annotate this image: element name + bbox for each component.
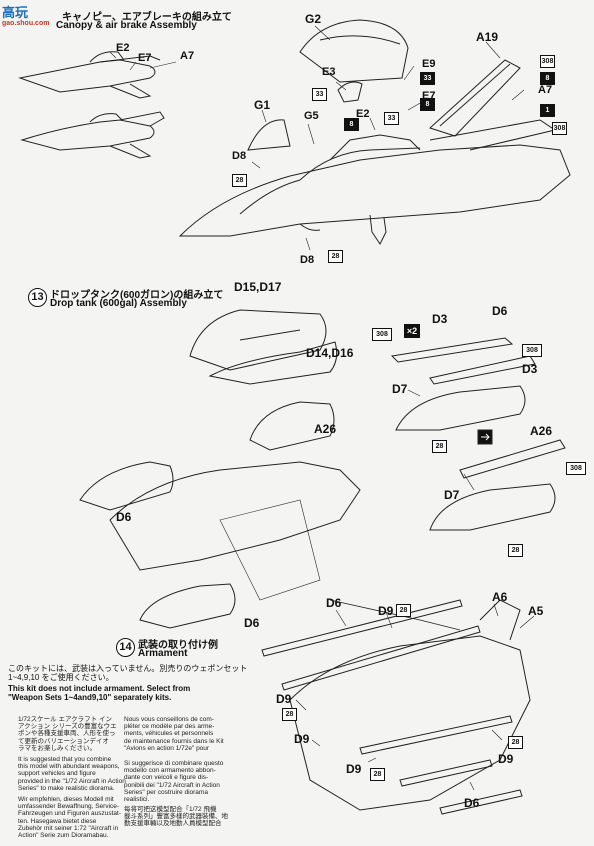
- armament-note-jp: このキットには、武装は入っていません。別売りのウェポンセット 1~4,9,10 …: [8, 664, 248, 682]
- label-a5: A5: [528, 604, 544, 618]
- label-d9-c: D9: [294, 732, 310, 746]
- paint-badge-28-h: 28: [370, 768, 385, 781]
- step14-number: 14: [116, 638, 135, 657]
- paint-badge-33-c: 33: [384, 112, 399, 125]
- label-e7-small: E7: [138, 52, 152, 64]
- note-en: It is suggested that you combine this mo…: [18, 756, 126, 792]
- label-d6-e: D6: [464, 796, 480, 810]
- windscreen-part: [247, 119, 291, 151]
- label-d6-a: D6: [492, 304, 508, 318]
- quantity-x2-badge: ×2: [404, 324, 420, 338]
- label-d7-a: D7: [392, 382, 408, 396]
- label-e3: E3: [322, 66, 336, 78]
- main-aircraft-drop-tanks: [79, 401, 361, 629]
- label-a6: A6: [492, 590, 508, 604]
- step13-number: 13: [28, 288, 47, 307]
- paint-badge-308-c: 308: [372, 328, 392, 341]
- paint-badge-308-d: 308: [522, 344, 542, 357]
- leader-lines-12: [109, 25, 525, 251]
- paint-badge-28-f: 28: [282, 708, 297, 721]
- label-e2-small: E2: [116, 42, 130, 54]
- drop-tank-assembly: [189, 309, 338, 385]
- aircraft-forward-fuselage: [178, 119, 571, 245]
- paint-badge-8-b: 8: [420, 98, 435, 111]
- label-e2: E2: [356, 108, 370, 120]
- label-d9-b: D9: [276, 692, 292, 706]
- note-jp: 1/72スケール エアクラフト イン アクション シリーズの豊富なウエ ポンや各…: [18, 716, 117, 752]
- paint-badge-28-a: 28: [232, 174, 247, 187]
- paint-badge-33-a: 33: [420, 72, 435, 85]
- label-d6-d: D6: [326, 596, 342, 610]
- label-d8-b: D8: [300, 254, 315, 266]
- armament-aircraft: [289, 599, 531, 811]
- label-a26-a: A26: [314, 422, 337, 436]
- label-d8-a: D8: [232, 150, 247, 162]
- label-d3-a: D3: [432, 312, 448, 326]
- label-g5: G5: [304, 110, 319, 122]
- label-d9-d: D9: [498, 752, 514, 766]
- watermark-logo: 高玩: [2, 5, 29, 20]
- paint-badge-1: 1: [540, 104, 555, 117]
- label-a7: A7: [538, 84, 553, 96]
- step12-title-jp: キャノピー、エアブレーキの組み立て: [62, 12, 232, 23]
- label-g2: G2: [305, 12, 322, 26]
- label-a19: A19: [476, 30, 499, 44]
- seat-part: [337, 81, 363, 103]
- label-d3-b: D3: [522, 362, 538, 376]
- leader-lines-14: [295, 389, 535, 791]
- small-aircraft-view-2: [20, 111, 165, 159]
- label-e9: E9: [422, 58, 436, 70]
- label-g1: G1: [254, 98, 271, 112]
- step14-title-jp: 武装の取り付け例: [138, 640, 218, 651]
- label-d9-e: D9: [346, 762, 362, 776]
- paint-badge-308-a: 308: [540, 55, 555, 68]
- paint-badge-308-b: 308: [552, 122, 567, 135]
- paint-badge-28-d: 28: [508, 544, 523, 557]
- step13-title-en: Drop tank (600gal) Assembly: [50, 298, 187, 309]
- step12-title-en: Canopy & air brake Assembly: [56, 20, 197, 31]
- paint-badge-28-b: 28: [328, 250, 343, 263]
- label-d7-b: D7: [444, 488, 460, 502]
- airbrake-part: [429, 59, 521, 137]
- canopy-part: [299, 19, 409, 83]
- armament-note-en: This kit does not include armament. Sele…: [8, 684, 191, 702]
- note-de: Wir empfehlen, dieses Modell mit umfasse…: [18, 796, 121, 840]
- paint-badge-8-a: 8: [540, 72, 555, 85]
- label-d14-d16: D14,D16: [306, 346, 354, 360]
- note-it: Si suggerisce di combinare questo modell…: [124, 760, 224, 804]
- label-d6-b: D6: [116, 510, 132, 524]
- pylon-parts: [390, 337, 566, 531]
- label-d9-a: D9: [378, 604, 394, 618]
- direction-arrow-icon: [477, 429, 493, 445]
- step13-title-jp: ドロップタンク(600ガロン)の組み立て: [50, 290, 224, 301]
- watermark-site: gao.shou.com: [2, 20, 50, 27]
- label-a26-b: A26: [530, 424, 553, 438]
- missile-parts: [261, 599, 523, 815]
- note-zh: 每将可把这模型配合「1/72 飛機 載斗系列」豐富多樣的武器裝備、地 勤支援車輛…: [124, 806, 228, 828]
- label-d6-c: D6: [244, 616, 260, 630]
- paint-badge-8-c: 8: [344, 118, 359, 131]
- paint-badge-33-b: 33: [312, 88, 327, 101]
- paint-badge-28-g: 28: [508, 736, 523, 749]
- paint-badge-28-e: 28: [396, 604, 411, 617]
- label-a7-small: A7: [180, 50, 195, 62]
- note-fr: Nous vous conseillons de com- pléter ce …: [124, 716, 224, 752]
- paint-badge-28-c: 28: [432, 440, 447, 453]
- paint-badge-308-e: 308: [566, 462, 586, 475]
- step14-title-en: Armament: [138, 648, 188, 659]
- label-d15-d17: D15,D17: [234, 280, 282, 294]
